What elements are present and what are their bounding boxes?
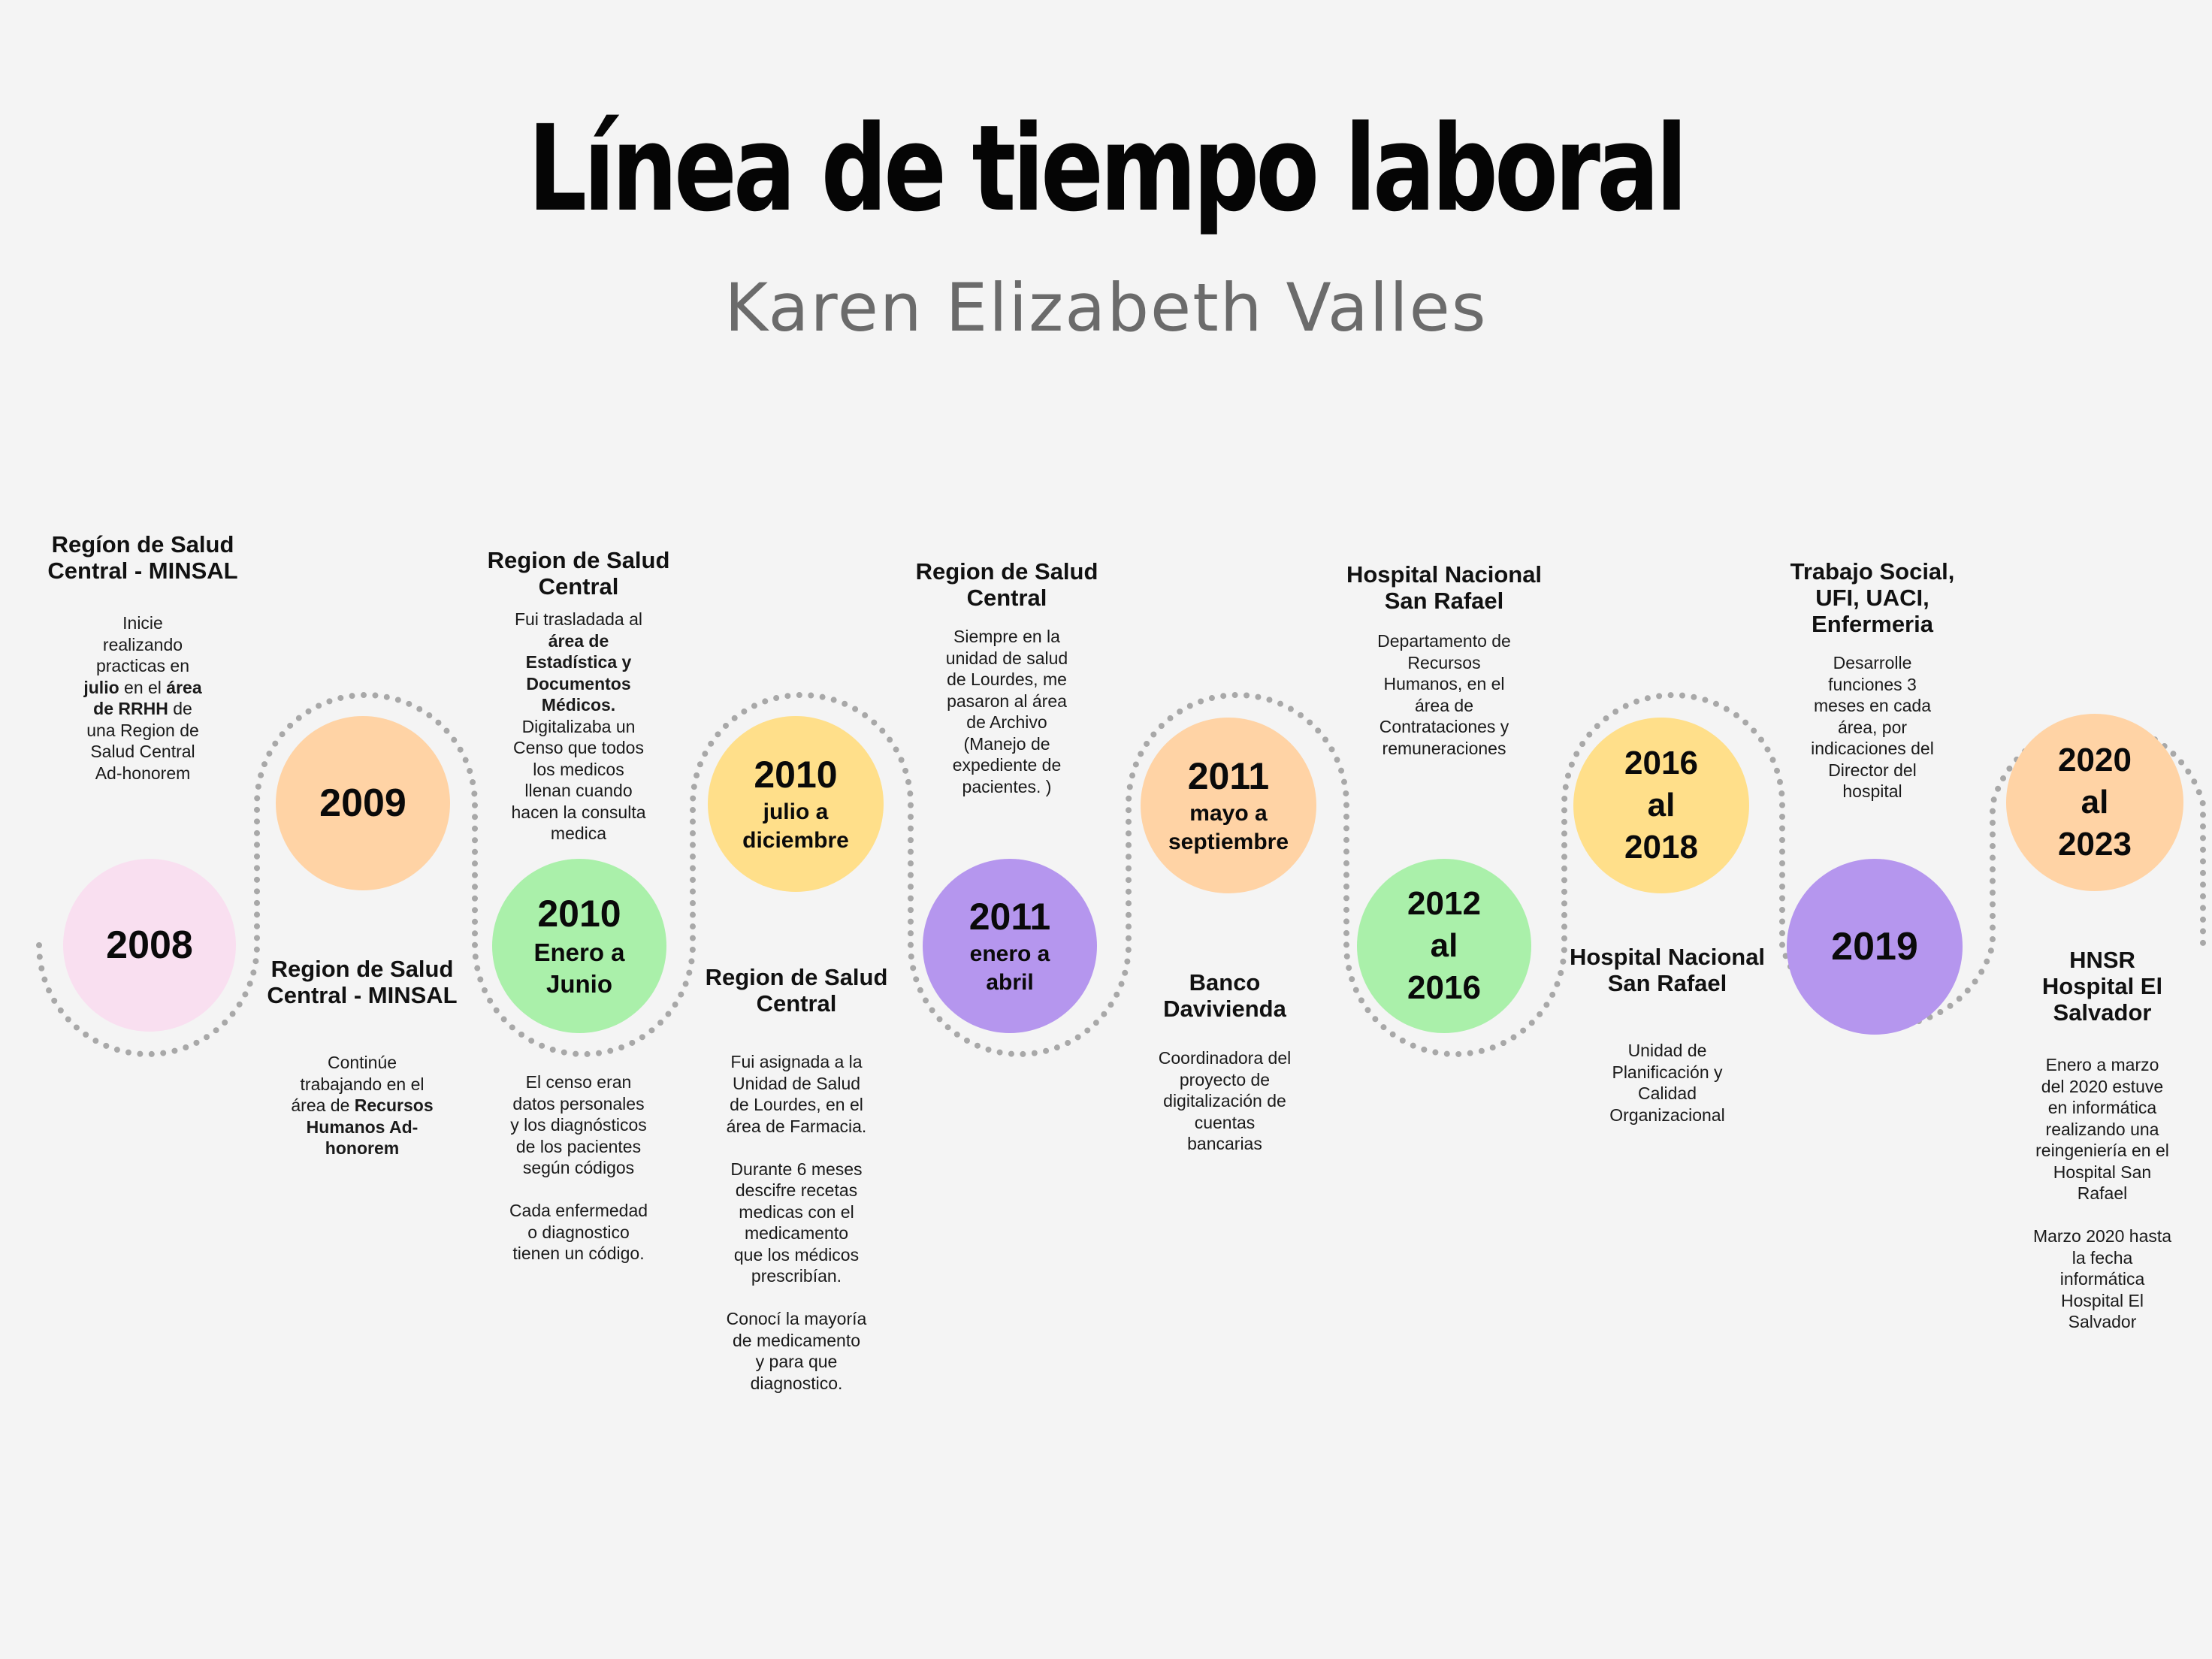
milestone-heading: Region de Salud Central — [705, 964, 888, 1017]
milestone-circle-2010-julio: 2010 julio a diciembre — [708, 716, 884, 892]
milestone-description: Fui asignada a la Unidad de Salud de Lou… — [726, 1052, 867, 1393]
milestone-period: enero a abril — [969, 941, 1050, 995]
milestone-year: 2009 — [319, 781, 406, 825]
milestone-heading: Region de Salud Central - MINSAL — [267, 956, 458, 1008]
milestone-description: Desarrolle funciones 3 meses en cada áre… — [1811, 653, 1934, 801]
milestone-year: 2012 al 2016 — [1407, 885, 1481, 1006]
milestone-circle-2019: 2019 — [1787, 859, 1963, 1035]
milestone-text-2016-2018: Hospital Nacional San Rafael Unidad de P… — [1551, 944, 1784, 1126]
milestone-period: julio a diciembre — [742, 799, 849, 853]
milestone-year: 2010 — [537, 893, 621, 935]
milestone-heading: Banco Davivienda — [1163, 969, 1286, 1022]
milestone-year: 2010 — [754, 754, 838, 796]
milestone-description: Unidad de Planificación y Calidad Organi… — [1609, 1041, 1725, 1125]
milestone-text-2019: Trabajo Social, UFI, UACI, Enfermeria De… — [1760, 558, 1985, 802]
milestone-heading: Region de Salud Central — [915, 558, 1098, 611]
milestone-heading: Hospital Nacional San Rafael — [1569, 944, 1766, 996]
milestone-description: Fui trasladada al área de Estadística y … — [511, 609, 646, 843]
milestone-year: 2011 — [969, 896, 1051, 938]
page-subtitle: Karen Elizabeth Valles — [724, 269, 1488, 346]
milestone-text-2011-enero: Region de Salud Central Siempre en la un… — [894, 558, 1120, 797]
milestone-circle-2008: 2008 — [63, 859, 236, 1032]
milestone-description-lower: El censo eran datos personales y los dia… — [509, 1072, 648, 1263]
milestone-text-2020-2023: HNSR Hospital El Salvador Enero a marzo … — [1990, 947, 2212, 1333]
milestone-description: Departamento de Recursos Humanos, en el … — [1377, 631, 1511, 758]
milestone-text-2008: Regíon de Salud Central - MINSAL Inicie … — [30, 531, 255, 784]
milestone-circle-2011-enero: 2011 enero a abril — [923, 859, 1097, 1033]
milestone-period: mayo a septiembre — [1168, 801, 1289, 854]
milestone-heading: Trabajo Social, UFI, UACI, Enfermeria — [1790, 558, 1955, 637]
milestone-text-2009: Region de Salud Central - MINSAL Continú… — [249, 956, 475, 1159]
milestone-circle-2020-2023: 2020 al 2023 — [2006, 714, 2183, 891]
milestone-heading: HNSR Hospital El Salvador — [2041, 947, 2163, 1026]
milestone-text-2012-2016: Hospital Nacional San Rafael Departament… — [1331, 561, 1557, 759]
milestone-year: 2019 — [1831, 925, 1918, 969]
milestone-year: 2016 al 2018 — [1624, 745, 1698, 866]
milestone-year: 2020 al 2023 — [2058, 742, 2132, 863]
milestone-circle-2012-2016: 2012 al 2016 — [1357, 859, 1531, 1033]
milestone-heading: Regíon de Salud Central - MINSAL — [47, 531, 238, 584]
milestone-heading: Region de Salud Central — [487, 547, 670, 600]
milestone-description: Siempre en la unidad de salud de Lourdes… — [945, 627, 1068, 796]
milestone-description: Coordinadora del proyecto de digitalizac… — [1158, 1048, 1292, 1153]
milestone-circle-2011-mayo: 2011 mayo a septiembre — [1141, 718, 1316, 893]
milestone-circle-2010-enero: 2010 Enero a Junio — [492, 859, 666, 1033]
milestone-period: Enero a Junio — [533, 938, 625, 998]
milestone-text-2010-enero: Region de Salud Central Fui trasladada a… — [466, 547, 691, 845]
milestone-circle-2009: 2009 — [276, 716, 450, 890]
milestone-heading: Hospital Nacional San Rafael — [1346, 561, 1543, 614]
milestone-year: 2008 — [106, 923, 193, 967]
milestone-year: 2011 — [1187, 755, 1270, 797]
milestone-description: Enero a marzo del 2020 estuve en informá… — [2032, 1055, 2172, 1331]
milestone-text-2010-enero-lower: El censo eran datos personales y los dia… — [466, 1071, 691, 1265]
milestone-text-2011-mayo: Banco Davivienda Coordinadora del proyec… — [1112, 969, 1337, 1155]
milestone-text-2010-julio: Region de Salud Central Fui asignada a l… — [684, 964, 909, 1394]
milestone-circle-2016-2018: 2016 al 2018 — [1573, 718, 1749, 893]
milestone-description: Continúe trabajando en el área de Recurs… — [291, 1053, 434, 1158]
page-title: Línea de tiempo laboral — [527, 100, 1688, 238]
milestone-description: Inicie realizando practicas en julio en … — [83, 613, 202, 783]
